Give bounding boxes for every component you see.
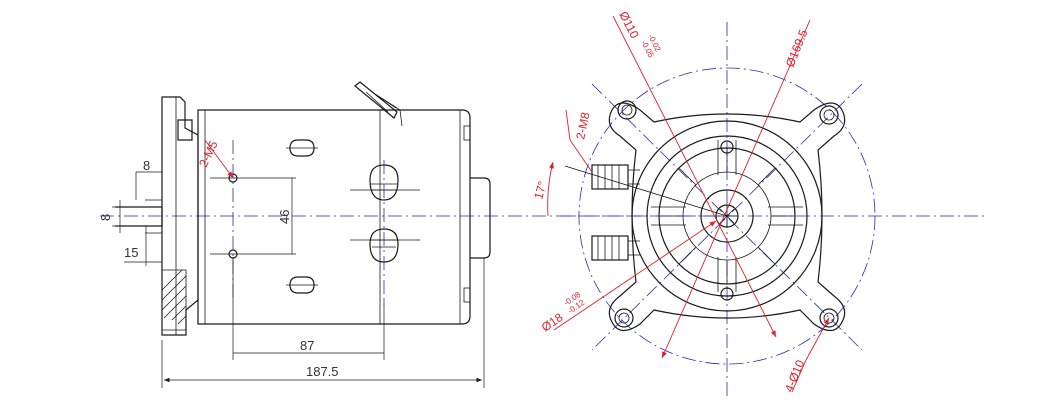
- dim-8-shaft-text: 8: [98, 214, 113, 221]
- end-terminal-lower: [591, 235, 640, 261]
- end-view: 17° 2-M8 Ø110 -0.02 -0.05 Ø169.5 Ø18 -0.…: [531, 9, 876, 396]
- dim-2-M5: 2-M5: [196, 138, 234, 179]
- dim-bolt-circle: Ø169.5: [661, 19, 811, 359]
- dim-46: 46: [277, 178, 293, 254]
- flange-hatch-section: [161, 269, 187, 325]
- dim-17-deg-text: 17°: [531, 179, 549, 200]
- dim-mount-holes-text: 4-Ø10: [782, 358, 808, 394]
- mount-hole-tl: [617, 100, 637, 120]
- dim-pilot-text: Ø110: [616, 9, 642, 41]
- end-terminal-upper: [591, 164, 640, 190]
- housing-ring: [646, 135, 808, 297]
- dim-17-deg: 17°: [531, 161, 728, 217]
- dim-8-offset: 8: [135, 158, 163, 200]
- vent-slot-top: [286, 139, 318, 157]
- dim-8-offset-text: 8: [143, 158, 150, 173]
- radial-ribs: [651, 140, 803, 292]
- mount-hole-tr: [819, 105, 839, 125]
- dim-15: 15: [124, 226, 163, 266]
- hub-ring: [700, 189, 754, 243]
- dim-187-5: 187.5: [161, 258, 485, 388]
- motor-body: [197, 109, 491, 325]
- dim-bore-text: Ø18: [539, 310, 566, 334]
- terminal-stud-lower: [350, 228, 420, 263]
- dim-187-5-text: 187.5: [306, 364, 339, 379]
- motor-shaft: [115, 199, 163, 234]
- dim-15-text: 15: [124, 245, 138, 260]
- dim-bolt-circle-text: Ø169.5: [783, 27, 811, 69]
- terminal-stud-upper: [350, 164, 420, 201]
- end-screw-top: [720, 140, 734, 154]
- side-view: 46 2-M5 87 187.5 8: [98, 81, 985, 388]
- vent-slot-bottom: [286, 276, 318, 294]
- end-screw-bottom: [720, 287, 734, 301]
- lead-wire: [354, 81, 403, 127]
- mount-hole-bl: [614, 308, 634, 328]
- square-flange: [608, 102, 846, 332]
- dim-2-M5-text: 2-M5: [196, 138, 221, 169]
- dim-2-M8-text: 2-M8: [573, 111, 592, 141]
- dim-pilot-diameter: Ø110 -0.02 -0.05: [612, 9, 777, 338]
- dim-46-text: 46: [277, 210, 292, 224]
- dim-8-shaft: 8: [98, 200, 124, 233]
- dim-87: 87: [232, 258, 385, 360]
- dim-2-M8: 2-M8: [565, 109, 593, 173]
- dim-87-text: 87: [300, 338, 314, 353]
